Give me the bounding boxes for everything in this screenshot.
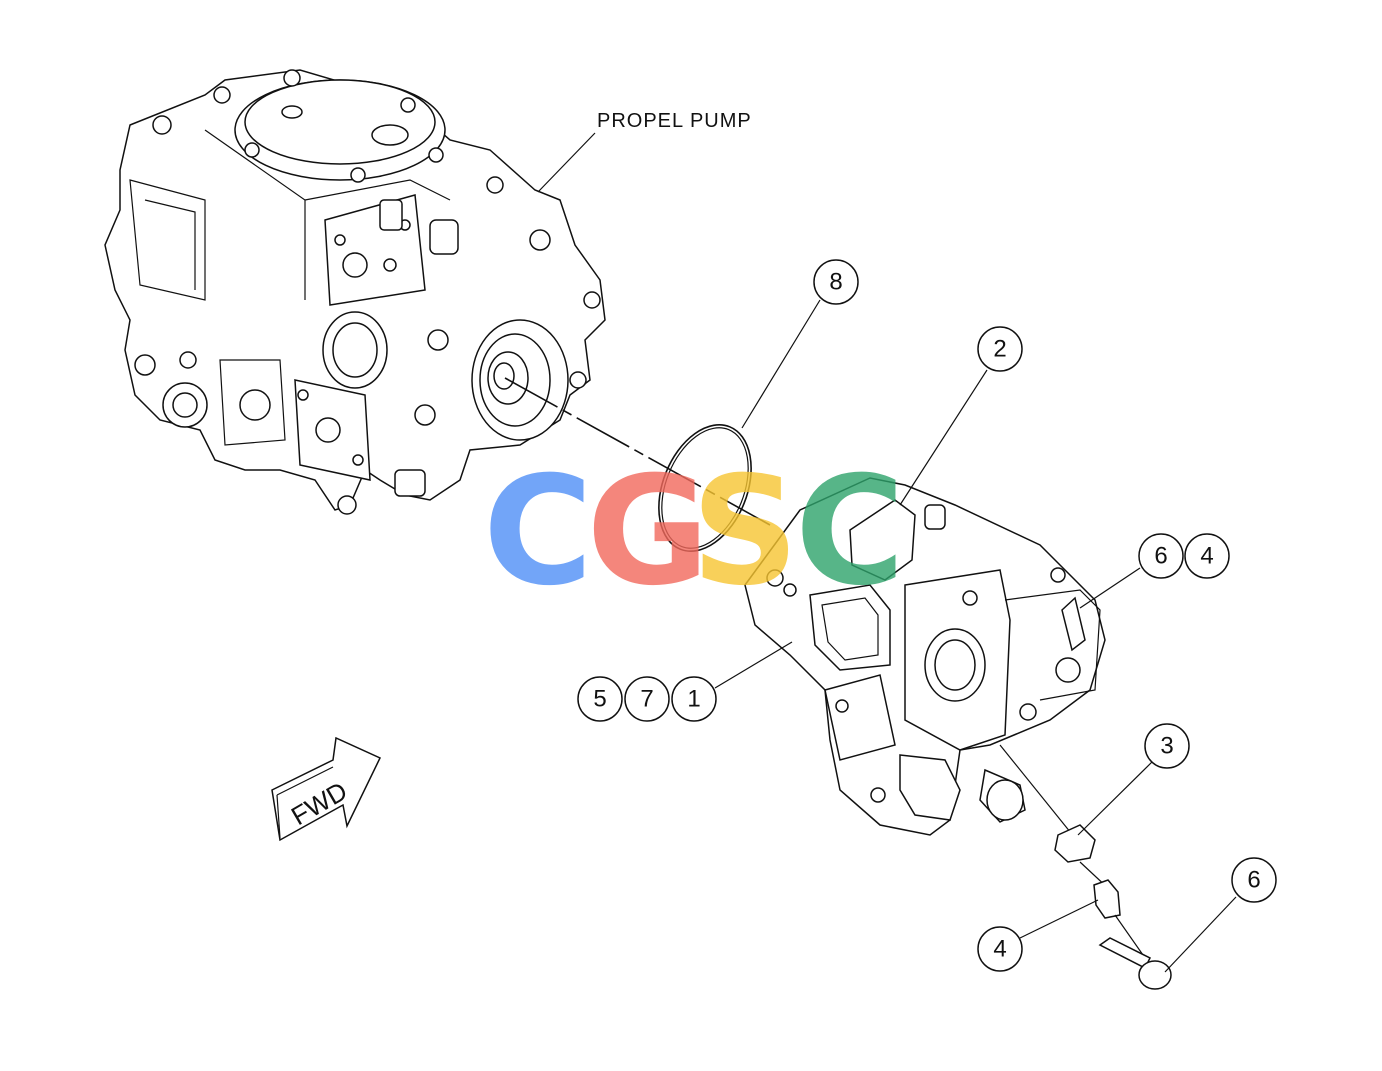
callout-4-lower: 4: [977, 926, 1023, 972]
fwd-arrow: FWD: [271, 736, 382, 842]
o-ring-drawing: [658, 424, 752, 552]
propel-pump-drawing: [104, 69, 606, 515]
callout-6-lower-text: 6: [1247, 867, 1260, 894]
callout-1-text: 1: [687, 686, 700, 713]
callout-1: 1: [671, 676, 717, 722]
callout-5-text: 5: [593, 686, 606, 713]
propel-pump-label: PROPEL PUMP: [597, 110, 752, 132]
callout-4-lower-text: 4: [993, 936, 1006, 963]
watermark-letter-g: G: [586, 445, 709, 619]
callout-8-text: 8: [829, 269, 842, 296]
cgsc-watermark: C G S C: [483, 445, 905, 619]
callout-3-text: 3: [1160, 733, 1173, 760]
watermark-letter-s: S: [691, 445, 799, 619]
callout-4-upper-text: 4: [1200, 543, 1213, 570]
assembly-centerline: [504, 377, 771, 526]
callout-4-upper: 4: [1184, 533, 1230, 579]
charge-pump-drawing: [744, 477, 1106, 836]
callout-7-text: 7: [640, 686, 653, 713]
callout-5: 5: [577, 676, 623, 722]
callout-2: 2: [977, 326, 1023, 372]
callout-8: 8: [813, 259, 859, 305]
callout-6-lower: 6: [1231, 857, 1277, 903]
callout-6-upper-text: 6: [1154, 543, 1167, 570]
fitting-parts-drawing: [999, 744, 1172, 990]
callout-2-text: 2: [993, 336, 1006, 363]
callout-6-upper: 6: [1138, 533, 1184, 579]
callout-7: 7: [624, 676, 670, 722]
callout-3: 3: [1144, 723, 1190, 769]
watermark-letter-c2: C: [795, 445, 905, 619]
watermark-letter-c1: C: [483, 445, 593, 619]
leader-lines: [537, 132, 1237, 973]
